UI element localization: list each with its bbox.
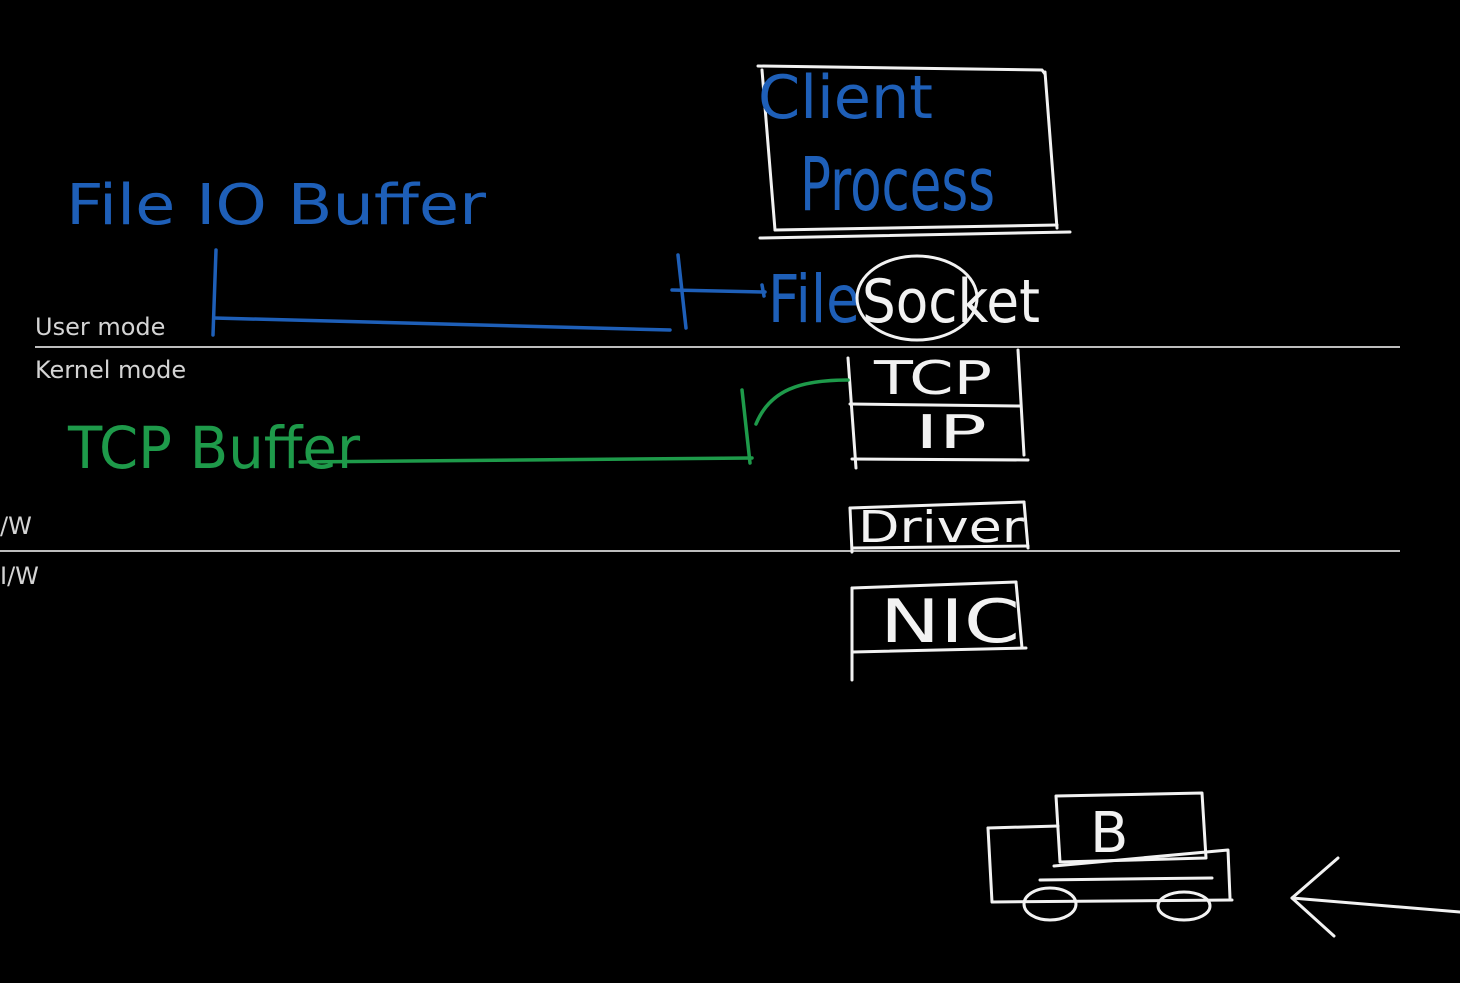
tcp-layer-label: TCP	[873, 351, 992, 405]
file-label: File	[768, 261, 860, 338]
file-io-buffer-bracket	[211, 248, 767, 337]
client-label: Client	[758, 63, 933, 133]
truck-cargo-label: B	[1090, 801, 1128, 866]
kernel-mode-label: Kernel mode	[35, 356, 186, 384]
truck-drawing	[986, 791, 1234, 922]
tcp-buffer-bracket	[298, 378, 850, 465]
incoming-arrow	[1290, 856, 1460, 938]
tcp-ip-box	[846, 348, 1030, 470]
process-label: Process	[800, 142, 995, 228]
nic-label: NIC	[880, 587, 1020, 657]
tcp-buffer-label: TCP Buffer	[67, 414, 360, 482]
socket-circle	[855, 254, 979, 342]
user-mode-label: User mode	[35, 313, 165, 341]
nic-box	[850, 580, 1028, 682]
driver-box	[848, 500, 1030, 554]
sw-label: /W	[0, 512, 32, 540]
hw-label: I/W	[0, 562, 39, 590]
file-io-buffer-label: File IO Buffer	[66, 173, 487, 238]
driver-label: Driver	[858, 502, 1025, 553]
socket-label: Socket	[862, 267, 1040, 337]
ip-layer-label: IP	[915, 405, 987, 459]
client-process-box	[756, 64, 1072, 240]
